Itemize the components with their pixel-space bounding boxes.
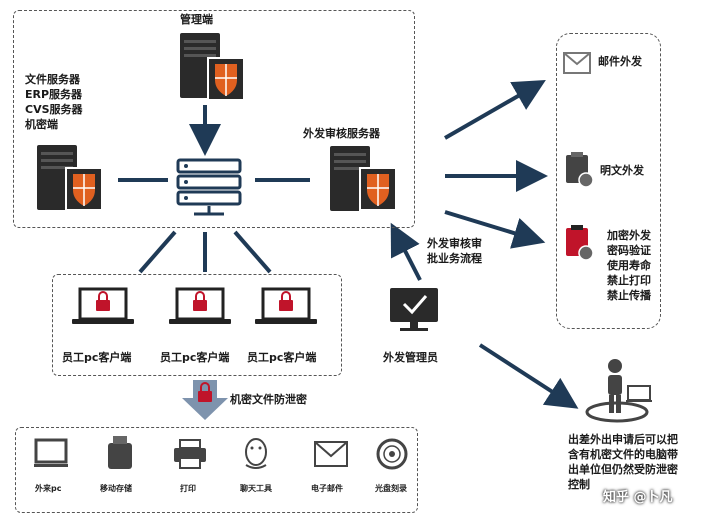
laptop-icon-2 — [169, 287, 231, 324]
encrypted-option-1: 加密外发 — [607, 229, 651, 242]
disc-icon — [376, 438, 408, 470]
arrow-to-encrypted — [444, 210, 546, 249]
device-label-email: 电子邮件 — [311, 484, 343, 493]
device-group-box — [15, 427, 418, 513]
device-label-disc: 光盘刻录 — [375, 484, 407, 493]
server-label-cvs: CVS服务器 — [25, 103, 83, 116]
admin-label: 管理端 — [180, 13, 213, 26]
arrow-approval-to-server — [390, 222, 422, 281]
encrypted-option-4: 禁止打印 — [607, 274, 651, 287]
device-label-print: 打印 — [180, 484, 196, 493]
server-group-box — [13, 10, 415, 228]
outbound-panel — [556, 33, 661, 329]
device-label-pc: 外来pc — [35, 484, 62, 493]
audit-server-label: 外发审核服务器 — [303, 127, 380, 140]
encrypted-options: 加密外发 密码验证 使用寿命 禁止打印 禁止传播 — [607, 228, 651, 303]
usb-drive-icon — [108, 436, 132, 469]
client-label-3: 员工pc客户端 — [247, 351, 317, 364]
switch-to-client-1-line — [138, 230, 177, 274]
approval-line-1: 外发审核审 — [427, 237, 482, 250]
encrypted-option-2: 密码验证 — [607, 244, 651, 257]
travel-note-line-3: 出单位但仍然受防泄密 — [568, 463, 678, 476]
email-outbound-icon — [563, 52, 591, 74]
printer-icon — [174, 439, 206, 469]
leak-protection-label: 机密文件防泄密 — [230, 393, 307, 406]
encrypted-option-3: 使用寿命 — [607, 259, 651, 272]
arrow-to-email — [444, 80, 546, 140]
travel-note-line-1: 出差外出申请后可以把 — [568, 433, 678, 446]
laptop-icon-1 — [72, 287, 134, 324]
encrypted-document-icon — [566, 225, 594, 261]
device-label-usb: 移动存储 — [100, 484, 132, 493]
encrypted-option-5: 禁止传播 — [607, 289, 651, 302]
travel-note-line-4: 控制 — [568, 478, 590, 491]
chat-penguin-icon — [245, 438, 267, 469]
client-group-box — [52, 274, 342, 376]
device-label-chat: 聊天工具 — [240, 484, 272, 493]
document-stack-icon — [566, 152, 594, 188]
arrow-to-traveler — [478, 343, 579, 409]
client-label-2: 员工pc客户端 — [160, 351, 230, 364]
switch-to-client-3-line — [233, 230, 272, 274]
outbound-admin-label: 外发管理员 — [383, 351, 438, 364]
approval-flow-label: 外发审核审 批业务流程 — [427, 236, 482, 266]
email-outbound-label: 邮件外发 — [598, 55, 642, 68]
watermark: 知乎 @卜凡 — [603, 490, 673, 505]
approval-line-2: 批业务流程 — [427, 252, 482, 265]
laptop-icon-3 — [255, 287, 317, 324]
monitor-icon — [34, 438, 68, 467]
travel-note: 出差外出申请后可以把 含有机密文件的电脑带 出单位但仍然受防泄密 控制 — [568, 432, 678, 492]
client-label-1: 员工pc客户端 — [62, 351, 132, 364]
email-icon — [314, 441, 348, 467]
server-label-file: 文件服务器 — [25, 73, 80, 86]
plaintext-outbound-label: 明文外发 — [600, 164, 644, 177]
server-list-labels: 文件服务器 ERP服务器 CVS服务器 机密端 — [25, 72, 83, 132]
server-label-secret: 机密端 — [25, 118, 58, 131]
server-label-erp: ERP服务器 — [25, 88, 83, 101]
travel-note-line-2: 含有机密文件的电脑带 — [568, 448, 678, 461]
